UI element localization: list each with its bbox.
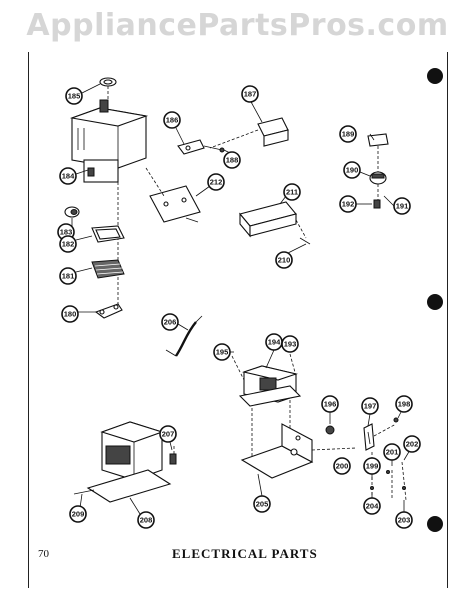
transformer-194 [238, 365, 302, 407]
callout-205: 205 [253, 495, 271, 513]
antenna-cap [99, 77, 117, 87]
spacer-207 [169, 453, 177, 465]
svg-text:181: 181 [62, 272, 75, 281]
callout-189: 189 [339, 125, 357, 143]
svg-text:195: 195 [216, 348, 229, 357]
cover-189 [367, 133, 389, 147]
svg-text:212: 212 [210, 178, 223, 187]
callout-192: 192 [339, 195, 357, 213]
svg-text:203: 203 [398, 516, 411, 525]
callout-180: 180 [61, 305, 79, 323]
svg-text:204: 204 [366, 502, 379, 511]
callout-190: 190 [343, 161, 361, 179]
svg-text:202: 202 [406, 440, 419, 449]
bracket-211 [239, 201, 297, 238]
svg-text:190: 190 [346, 166, 359, 175]
page-number: 70 [38, 548, 49, 560]
callout-204: 204 [363, 497, 381, 515]
callout-208: 208 [137, 511, 155, 529]
svg-text:194: 194 [268, 338, 281, 347]
callout-203: 203 [395, 511, 413, 529]
svg-text:211: 211 [286, 188, 298, 197]
svg-text:200: 200 [336, 462, 349, 471]
mesh-gasket-181 [91, 259, 125, 279]
callout-200: 200 [333, 457, 351, 475]
svg-text:184: 184 [62, 172, 75, 181]
grommet-196 [325, 425, 335, 435]
callout-210: 210 [275, 251, 293, 269]
callout-194: 194 [265, 333, 283, 351]
callout-212: 212 [207, 173, 225, 191]
callout-198: 198 [395, 395, 413, 413]
callout-201: 201 [383, 443, 401, 461]
transformer-208 [86, 421, 172, 503]
svg-text:189: 189 [342, 130, 355, 139]
callout-184: 184 [59, 167, 77, 185]
bracket-186 [177, 139, 205, 155]
callout-181: 181 [59, 267, 77, 285]
bracket-205 [240, 423, 314, 479]
diagram-caption: ELECTRICAL PARTS [172, 546, 318, 561]
svg-text:205: 205 [256, 500, 269, 509]
callout-209: 209 [69, 505, 87, 523]
svg-text:182: 182 [62, 240, 75, 249]
callout-196: 196 [321, 395, 339, 413]
switch-197 [363, 423, 375, 451]
bracket-187 [257, 117, 289, 147]
plate-212 [149, 185, 201, 223]
binder-hole [427, 294, 443, 310]
svg-text:183: 183 [60, 228, 73, 237]
svg-text:199: 199 [366, 462, 379, 471]
bracket-180 [94, 303, 123, 319]
callout-182: 182 [59, 235, 77, 253]
callout-185: 185 [65, 87, 83, 105]
svg-text:186: 186 [166, 116, 179, 125]
callout-211: 211 [283, 183, 301, 201]
callout-202: 202 [403, 435, 421, 453]
callout-188: 188 [223, 151, 241, 169]
binder-hole [427, 68, 443, 84]
svg-text:185: 185 [68, 92, 81, 101]
callout-197: 197 [361, 397, 379, 415]
svg-text:201: 201 [386, 448, 399, 457]
svg-text:198: 198 [398, 400, 411, 409]
svg-text:209: 209 [72, 510, 85, 519]
svg-text:196: 196 [324, 400, 337, 409]
thermal-cutout-190 [369, 171, 387, 185]
screw-198 [393, 417, 399, 423]
page-frame [28, 52, 448, 588]
svg-text:192: 192 [342, 200, 355, 209]
wire-harness-206 [165, 315, 203, 357]
svg-text:207: 207 [162, 430, 175, 439]
gasket-182 [91, 225, 125, 243]
callout-206: 206 [161, 313, 179, 331]
binder-hole [427, 516, 443, 532]
callout-207: 207 [159, 425, 177, 443]
gasket-183 [64, 206, 80, 218]
magnetron [69, 99, 149, 183]
svg-text:210: 210 [278, 256, 291, 265]
svg-text:208: 208 [140, 516, 153, 525]
svg-text:197: 197 [364, 402, 377, 411]
callout-195: 195 [213, 343, 231, 361]
callout-193: 193 [281, 335, 299, 353]
callout-199: 199 [363, 457, 381, 475]
svg-text:180: 180 [64, 310, 77, 319]
callout-191: 191 [393, 197, 411, 215]
svg-text:188: 188 [226, 156, 239, 165]
watermark: AppliancePartsPros.com [26, 8, 449, 43]
callout-186: 186 [163, 111, 181, 129]
callout-187: 187 [241, 85, 259, 103]
svg-text:193: 193 [284, 340, 297, 349]
svg-text:187: 187 [244, 90, 257, 99]
svg-text:191: 191 [396, 202, 409, 211]
svg-text:206: 206 [164, 318, 177, 327]
